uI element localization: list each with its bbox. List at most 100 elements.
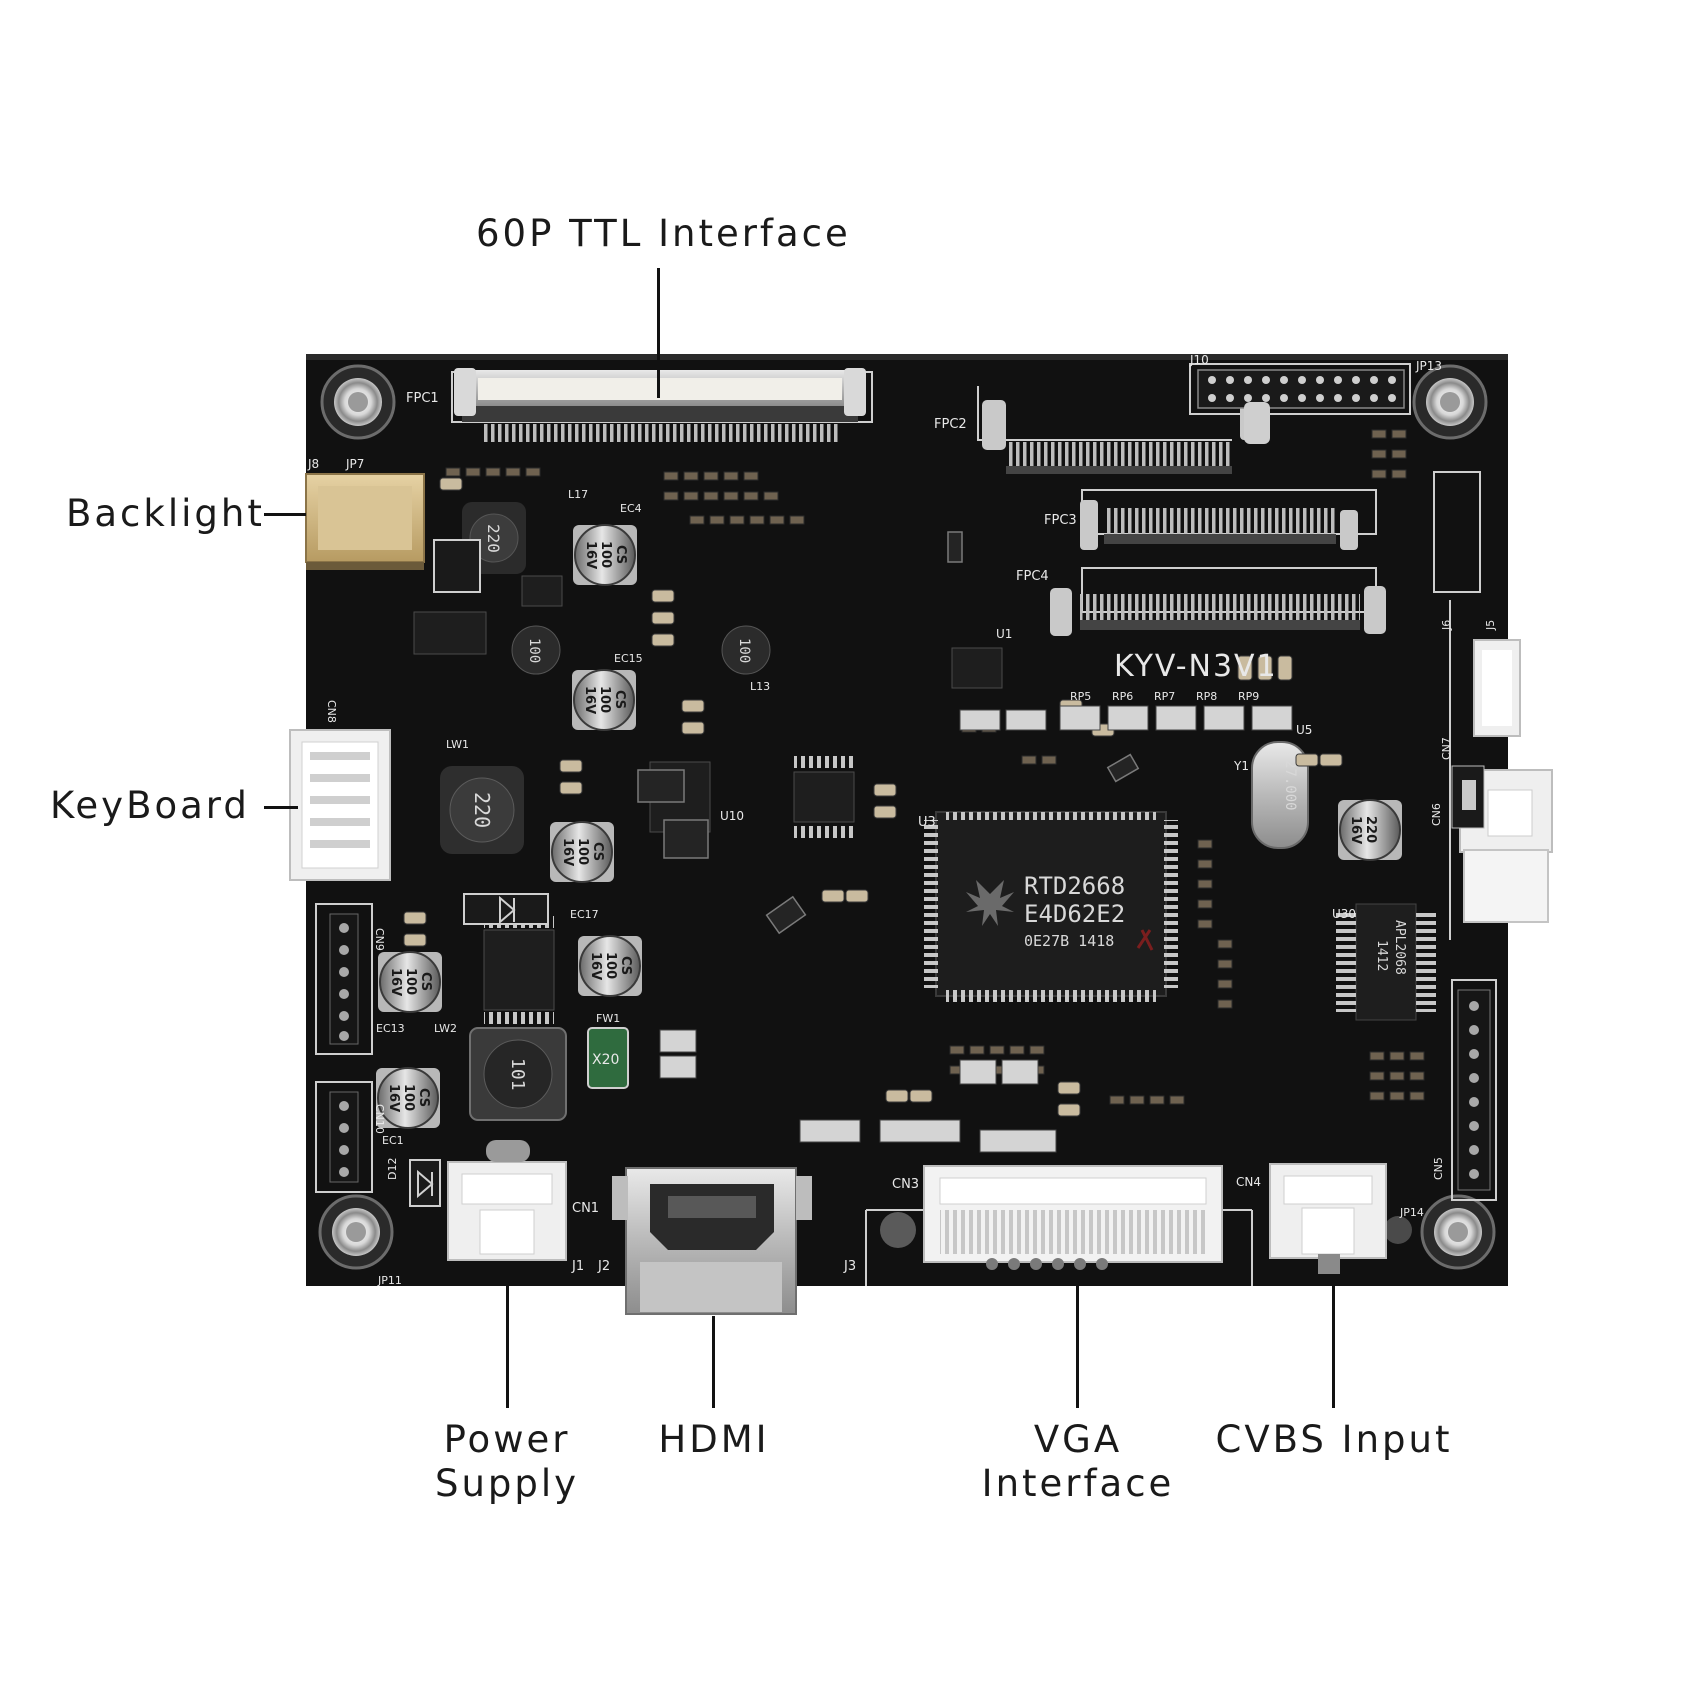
refdes-jp7: JP7 — [345, 457, 364, 471]
refdes-u5: U5 — [1296, 723, 1312, 737]
inductor-label: 220 — [470, 792, 494, 828]
refdes-ec15: EC15 — [614, 652, 643, 665]
cap-label-line2: 100 — [597, 686, 612, 713]
vga-connector — [923, 1165, 1223, 1270]
refdes-j5: J5 — [1484, 620, 1497, 631]
leader-hdmi — [712, 1316, 715, 1408]
j10-pin-header — [1197, 369, 1405, 444]
label-power-line1: Power — [443, 1418, 571, 1461]
chip-label-line3: 0E27B 1418 — [1024, 932, 1114, 950]
refdes-j3: J3 — [843, 1259, 856, 1274]
refdes-jp14: JP14 — [1399, 1206, 1424, 1219]
inductor-label: 100 — [526, 638, 542, 663]
refdes-d12: D12 — [386, 1158, 399, 1180]
refdes-j1: J1 — [571, 1259, 584, 1274]
reg-label-line2: 1412 — [1374, 940, 1389, 971]
refdes-u10: U10 — [720, 809, 744, 823]
mounting-holes — [318, 364, 1496, 1270]
cn9-cn10-headers — [329, 913, 359, 1183]
cvbs-connector — [1269, 1163, 1387, 1274]
power-connector — [447, 1140, 567, 1261]
small-ics — [413, 575, 1003, 1011]
refdes-lw1: LW1 — [446, 738, 469, 751]
label-power-supply: Power Supply — [435, 1418, 579, 1506]
refdes-jp13: JP13 — [1415, 359, 1442, 373]
chip-label-line2: E4D62E2 — [1024, 900, 1125, 928]
inductor-label: 100 — [736, 638, 752, 663]
ttl-fpc-connector — [454, 368, 866, 442]
secondary-fpc-connectors — [982, 400, 1386, 636]
hdmi-connector — [612, 1167, 812, 1315]
cap-label-line2: 100 — [598, 541, 613, 568]
board-model-label: KYV-N3V1 — [1114, 649, 1278, 684]
inductor-label: 220 — [484, 524, 503, 553]
refdes-cn4: CN4 — [1236, 1175, 1261, 1189]
refdes-l17: L17 — [568, 488, 588, 501]
refdes-ec1: EC1 — [382, 1134, 404, 1147]
refdes-cn7: CN7 — [1440, 737, 1453, 760]
diodes — [409, 539, 549, 1207]
refdes-rp7: RP7 — [1154, 690, 1175, 703]
cap-label-line3: 16V — [582, 686, 597, 714]
refdes-fpc4: FPC4 — [1016, 569, 1049, 584]
refdes-u1: U1 — [996, 627, 1012, 641]
refdes-ec13: EC13 — [376, 1022, 405, 1035]
refdes-y1: Y1 — [1233, 759, 1249, 773]
refdes-j6: J6 — [1440, 620, 1453, 631]
refdes-cn8: CN8 — [325, 700, 338, 723]
label-backlight: Backlight — [66, 492, 265, 535]
crystal: 27.000 — [1251, 741, 1309, 849]
j5-connector — [1473, 639, 1521, 737]
refdes-ec4: EC4 — [620, 502, 642, 515]
refdes-j2: J2 — [597, 1259, 610, 1274]
cap-label-line1: CS — [612, 690, 627, 709]
refdes-fw1: FW1 — [596, 1012, 620, 1025]
refdes-u30: U30 — [1332, 907, 1356, 921]
refdes-rp8: RP8 — [1196, 690, 1217, 703]
realtek-logo-icon — [966, 880, 1014, 926]
cap-label-line1: CS — [590, 842, 605, 861]
cap-label-line3: 16V — [388, 968, 403, 996]
fuse-label: X20 — [592, 1052, 619, 1068]
fuse: X20 — [587, 1027, 629, 1089]
refdes-jp11: JP11 — [377, 1274, 402, 1287]
leader-backlight — [264, 513, 306, 516]
label-cvbs-input: CVBS Input — [1215, 1418, 1453, 1461]
cap-label-line3: 16V — [588, 952, 603, 980]
crystal-label: 27.000 — [1282, 760, 1298, 811]
electrolytic-capacitors: CS 100 16V CS 100 16V CS 100 — [376, 524, 1402, 1129]
keyboard-connector — [289, 729, 391, 881]
refdes-cn10: CN10 — [373, 1104, 386, 1134]
refdes-lw2: LW2 — [434, 1022, 457, 1035]
refdes-j8: J8 — [307, 457, 319, 471]
label-ttl-interface: 60P TTL Interface — [476, 212, 851, 255]
refdes-cn9: CN9 — [373, 928, 386, 951]
label-power-line2: Supply — [434, 1462, 580, 1505]
cap-label-line2: 100 — [401, 1084, 416, 1111]
refdes-cn1: CN1 — [572, 1201, 599, 1216]
smd-components — [445, 429, 1425, 1105]
regulator-chip: APL2068 1412 — [1336, 903, 1436, 1021]
label-vga-interface: VGA Interface — [982, 1418, 1175, 1506]
refdes-rp5: RP5 — [1070, 690, 1091, 703]
main-chip: RTD2668 E4D62E2 0E27B 1418 — [924, 811, 1178, 1002]
cap-label-line3: 16V — [1348, 816, 1363, 844]
leader-ttl — [657, 268, 660, 398]
cn5-header — [1457, 989, 1491, 1191]
cap-label-line1: CS — [613, 545, 628, 564]
refdes-u3: U3 — [918, 815, 936, 830]
cap-label-line1: CS — [618, 956, 633, 975]
label-keyboard: KeyBoard — [50, 784, 250, 827]
cap-label-line1: CS — [418, 972, 433, 991]
refdes-cn6: CN6 — [1430, 803, 1443, 826]
refdes-cn3: CN3 — [892, 1177, 919, 1192]
refdes-fpc1: FPC1 — [406, 391, 439, 406]
silkscreen-labels: FPC1 FPC2 FPC3 FPC4 J10 JP13 J8 JP7 CN8 … — [307, 353, 1497, 1287]
cap-label-line2: 100 — [575, 838, 590, 865]
cap-label-line1: CS — [416, 1088, 431, 1107]
label-vga-line2: Interface — [981, 1462, 1175, 1505]
leader-keyboard — [264, 806, 298, 809]
refdes-cn5: CN5 — [1432, 1157, 1445, 1180]
refdes-ec17: EC17 — [570, 908, 599, 921]
